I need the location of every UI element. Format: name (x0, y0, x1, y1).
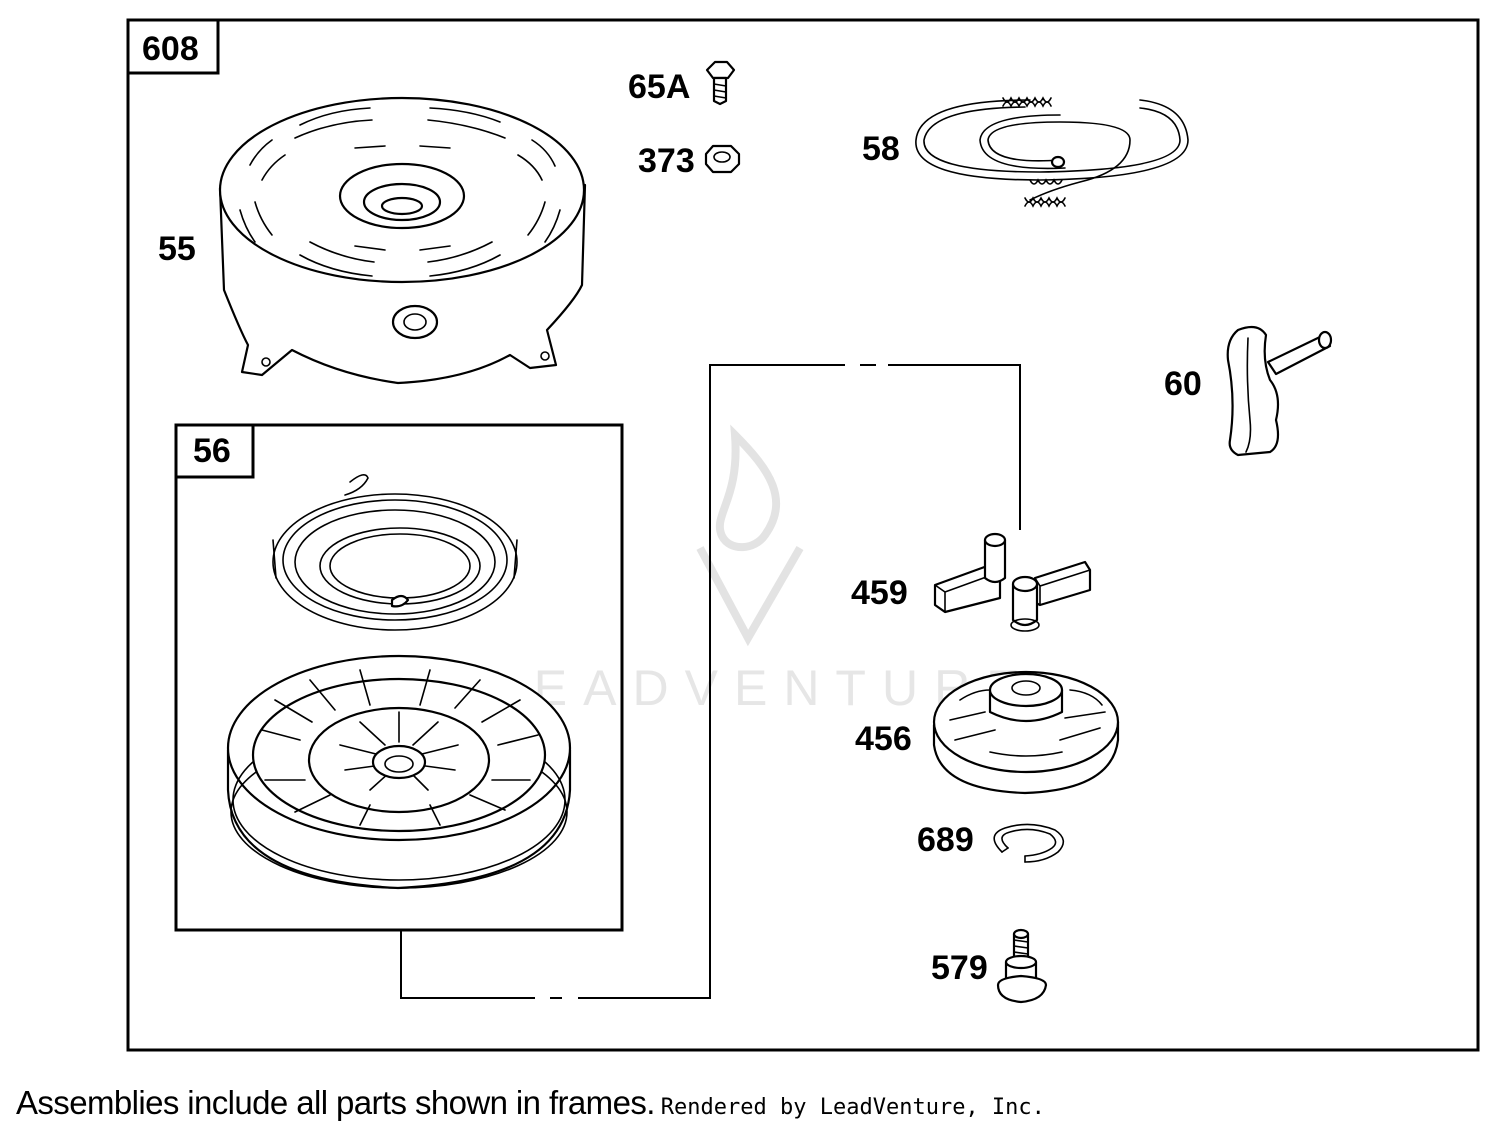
label-58[interactable]: 58 (862, 130, 900, 168)
sub-assembly-frame-label-box (174, 423, 255, 479)
label-456[interactable]: 456 (855, 720, 912, 758)
render-credit: Rendered by LeadVenture, Inc. (660, 1095, 1045, 1120)
label-373[interactable]: 373 (638, 142, 695, 180)
label-689[interactable]: 689 (917, 821, 974, 859)
assembly-frame-label-box (126, 18, 220, 75)
starter-housing-part[interactable] (218, 96, 587, 385)
pulley-part[interactable] (226, 654, 572, 890)
label-60[interactable]: 60 (1164, 365, 1202, 403)
sub-assembly-frame (174, 423, 624, 932)
label-65a[interactable]: 65A (628, 68, 690, 106)
pawl-part[interactable] (933, 532, 1092, 632)
assembly-frame (126, 18, 1480, 1052)
label-579[interactable]: 579 (931, 949, 988, 987)
watermark: LEADVENTURE (490, 424, 1036, 716)
starter-handle-part[interactable] (1226, 325, 1333, 457)
connector-lines (400, 364, 1021, 999)
retainer-part[interactable] (932, 670, 1120, 795)
screw-part[interactable] (705, 60, 736, 106)
sub-assembly-frame-label[interactable]: 56 (193, 432, 231, 470)
assemblies-note: Assemblies include all parts shown in fr… (16, 1084, 655, 1121)
rewind-spring-part[interactable] (272, 474, 518, 631)
label-55[interactable]: 55 (158, 230, 196, 268)
retaining-ring-part[interactable] (993, 823, 1065, 863)
footer-caption: Assemblies include all parts shown in fr… (16, 1084, 1045, 1122)
starter-rope-part[interactable] (915, 96, 1189, 208)
nut-part[interactable] (704, 144, 741, 174)
watermark-text: LEADVENTURE (490, 660, 1036, 716)
label-459[interactable]: 459 (851, 574, 908, 612)
assembly-frame-label[interactable]: 608 (142, 30, 199, 68)
watermark-flame-icon (715, 424, 781, 552)
watermark-v-icon (696, 545, 804, 647)
shoulder-screw-part[interactable] (996, 928, 1048, 1004)
